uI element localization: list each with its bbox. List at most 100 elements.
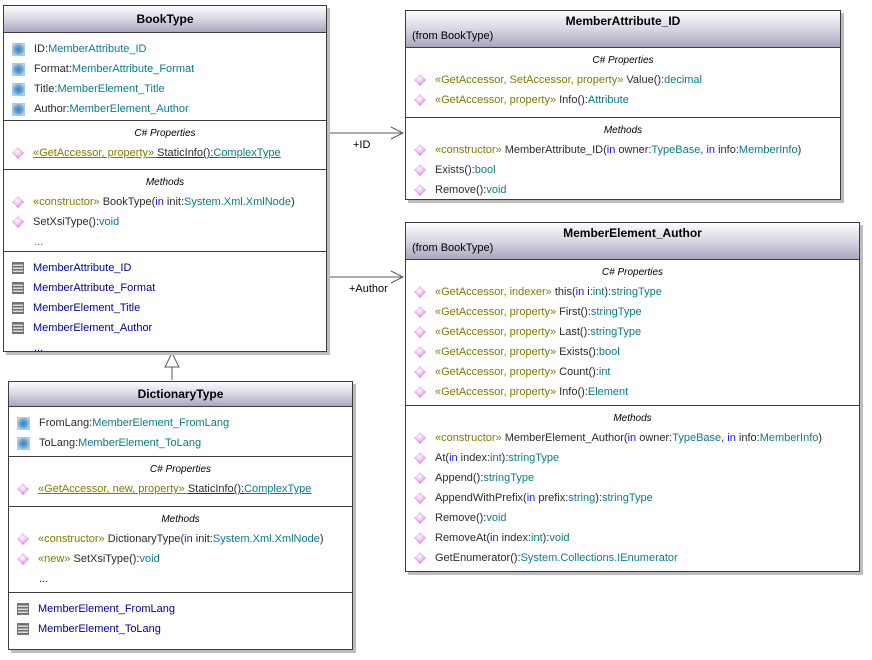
row-text: FromLang:MemberElement_FromLang	[39, 417, 230, 429]
class-title: MemberAttribute_ID	[565, 14, 681, 28]
generalization-arrow[interactable]	[164, 351, 180, 380]
attribute-row[interactable]: Author:MemberElement_Author	[4, 99, 326, 119]
association-id-label[interactable]: +ID	[353, 139, 371, 151]
methods-section-label: Methods	[145, 177, 185, 188]
attribute-icon	[17, 416, 30, 430]
ellipsis-row[interactable]: ...	[4, 338, 326, 351]
property-row[interactable]: Remove():void	[406, 508, 859, 528]
property-row[interactable]: Remove():void	[406, 180, 840, 199]
row-text: «GetAccessor, property» Last():stringTyp…	[435, 326, 642, 338]
attribute-icon	[17, 436, 30, 450]
attribute-icon	[12, 42, 25, 56]
member-list-icon	[17, 603, 29, 615]
property-row[interactable]: Exists():bool	[406, 160, 840, 180]
spacer-icon	[17, 573, 30, 586]
row-text: ToLang:MemberElement_ToLang	[39, 437, 202, 449]
diamond-icon	[414, 144, 426, 156]
class-memberattribute-id-header: MemberAttribute_ID (from BookType)	[406, 11, 840, 48]
methods-section-label: Methods	[161, 514, 200, 525]
attribute-row[interactable]: ToLang:MemberElement_ToLang	[9, 433, 352, 453]
attribute-row[interactable]: Title:MemberElement_Title	[4, 79, 326, 99]
association-author-arrow[interactable]	[328, 270, 405, 284]
row-text: «new» SetXsiType():void	[38, 553, 160, 565]
properties-section: C# Properties «GetAccessor, indexer» thi…	[406, 260, 859, 406]
spacer-icon	[17, 643, 30, 650]
property-row[interactable]: At(in index:int):stringType	[406, 448, 859, 468]
property-row[interactable]: «constructor» DictionaryType(in init:Sys…	[9, 529, 352, 549]
methods-section: Methods «constructor» MemberAttribute_ID…	[406, 118, 840, 199]
properties-section: C# Properties «GetAccessor, new, propert…	[9, 457, 352, 507]
attribute-row[interactable]: FromLang:MemberElement_FromLang	[9, 413, 352, 433]
member-row[interactable]: MemberElement_Author	[4, 318, 326, 338]
properties-section-label: C# Properties	[601, 267, 664, 278]
property-row[interactable]: «GetAccessor, new, property» StaticInfo(…	[9, 479, 352, 499]
member-list-icon	[12, 302, 24, 314]
properties-section: C# Properties «GetAccessor, SetAccessor,…	[406, 48, 840, 118]
class-dictionarytype[interactable]: DictionaryType FromLang:MemberElement_Fr…	[8, 381, 353, 650]
diamond-icon	[414, 532, 426, 544]
property-row[interactable]: «GetAccessor, property» Last():stringTyp…	[406, 322, 859, 342]
property-row[interactable]: «GetAccessor, property» StaticInfo():Com…	[4, 143, 326, 163]
class-booktype-header: BookType	[4, 6, 326, 33]
member-row[interactable]: MemberElement_FromLang	[9, 599, 352, 619]
member-row[interactable]: MemberElement_ToLang	[9, 619, 352, 639]
row-text: «constructor» BookType(in init:System.Xm…	[33, 196, 295, 208]
property-row[interactable]: «GetAccessor, property» Info():Attribute	[406, 90, 840, 110]
property-row[interactable]: «GetAccessor, property» First():stringTy…	[406, 302, 859, 322]
row-text: AppendWithPrefix(in prefix:string):strin…	[435, 492, 653, 504]
properties-section-label: C# Properties	[134, 128, 196, 139]
property-row[interactable]: Append():stringType	[406, 468, 859, 488]
class-memberattribute-id[interactable]: MemberAttribute_ID (from BookType) C# Pr…	[405, 10, 841, 200]
property-row[interactable]: RemoveAt(in index:int):void	[406, 528, 859, 548]
property-row[interactable]: SetXsiType():void	[4, 212, 326, 232]
diamond-icon	[414, 492, 426, 504]
property-row[interactable]: «new» SetXsiType():void	[9, 549, 352, 569]
member-list-icon	[12, 262, 24, 274]
property-row[interactable]: «constructor» MemberAttribute_ID(in owne…	[406, 140, 840, 160]
attribute-icon	[12, 62, 25, 76]
row-text: GetEnumerator():System.Collections.IEnum…	[435, 552, 678, 564]
member-row[interactable]: MemberAttribute_ID	[4, 258, 326, 278]
row-text: «GetAccessor, SetAccessor, property» Val…	[435, 74, 702, 86]
row-text: MemberElement_Author	[33, 322, 153, 334]
class-title: MemberElement_Author	[563, 226, 702, 240]
property-row[interactable]: «GetAccessor, property» Exists():bool	[406, 342, 859, 362]
methods-section-label: Methods	[603, 125, 643, 136]
member-list-icon	[17, 623, 29, 635]
row-text: Remove():void	[435, 512, 507, 524]
row-text: «GetAccessor, property» StaticInfo():Com…	[33, 147, 281, 159]
diamond-icon	[414, 286, 426, 298]
ellipsis-row[interactable]: ...	[9, 639, 352, 649]
property-row[interactable]: GetEnumerator():System.Collections.IEnum…	[406, 548, 859, 568]
attribute-row[interactable]: Format:MemberAttribute_Format	[4, 59, 326, 79]
property-row[interactable]: «GetAccessor, property» Count():int	[406, 362, 859, 382]
row-text: ...	[34, 236, 44, 248]
diamond-icon	[12, 216, 24, 228]
property-row[interactable]: «GetAccessor, property» Info():Element	[406, 382, 859, 402]
diamond-icon	[414, 366, 426, 378]
member-row[interactable]: MemberAttribute_Format	[4, 278, 326, 298]
property-row[interactable]: «GetAccessor, indexer» this(in i:int):st…	[406, 282, 859, 302]
properties-section-label: C# Properties	[149, 464, 212, 475]
ellipsis-row[interactable]: ...	[4, 232, 326, 251]
row-text: «GetAccessor, property» Info():Attribute	[435, 94, 629, 106]
spacer-icon	[12, 236, 25, 249]
association-id-arrow[interactable]	[328, 126, 405, 140]
diamond-icon	[17, 553, 29, 565]
row-text: Remove():void	[435, 184, 507, 196]
diamond-icon	[414, 74, 426, 86]
member-row[interactable]: MemberElement_Title	[4, 298, 326, 318]
property-row[interactable]: «GetAccessor, SetAccessor, property» Val…	[406, 70, 840, 90]
property-row[interactable]: «constructor» BookType(in init:System.Xm…	[4, 192, 326, 212]
spacer-icon	[12, 342, 25, 352]
association-author-label[interactable]: +Author	[349, 283, 388, 295]
class-memberelement-author[interactable]: MemberElement_Author (from BookType) C# …	[405, 222, 860, 572]
row-text: «GetAccessor, property» Count():int	[435, 366, 611, 378]
property-row[interactable]: «constructor» MemberElement_Author(in ow…	[406, 428, 859, 448]
property-row[interactable]: AppendWithPrefix(in prefix:string):strin…	[406, 488, 859, 508]
attribute-row[interactable]: ID:MemberAttribute_ID	[4, 39, 326, 59]
ellipsis-row[interactable]: ...	[9, 569, 352, 589]
member-list-icon	[12, 282, 24, 294]
